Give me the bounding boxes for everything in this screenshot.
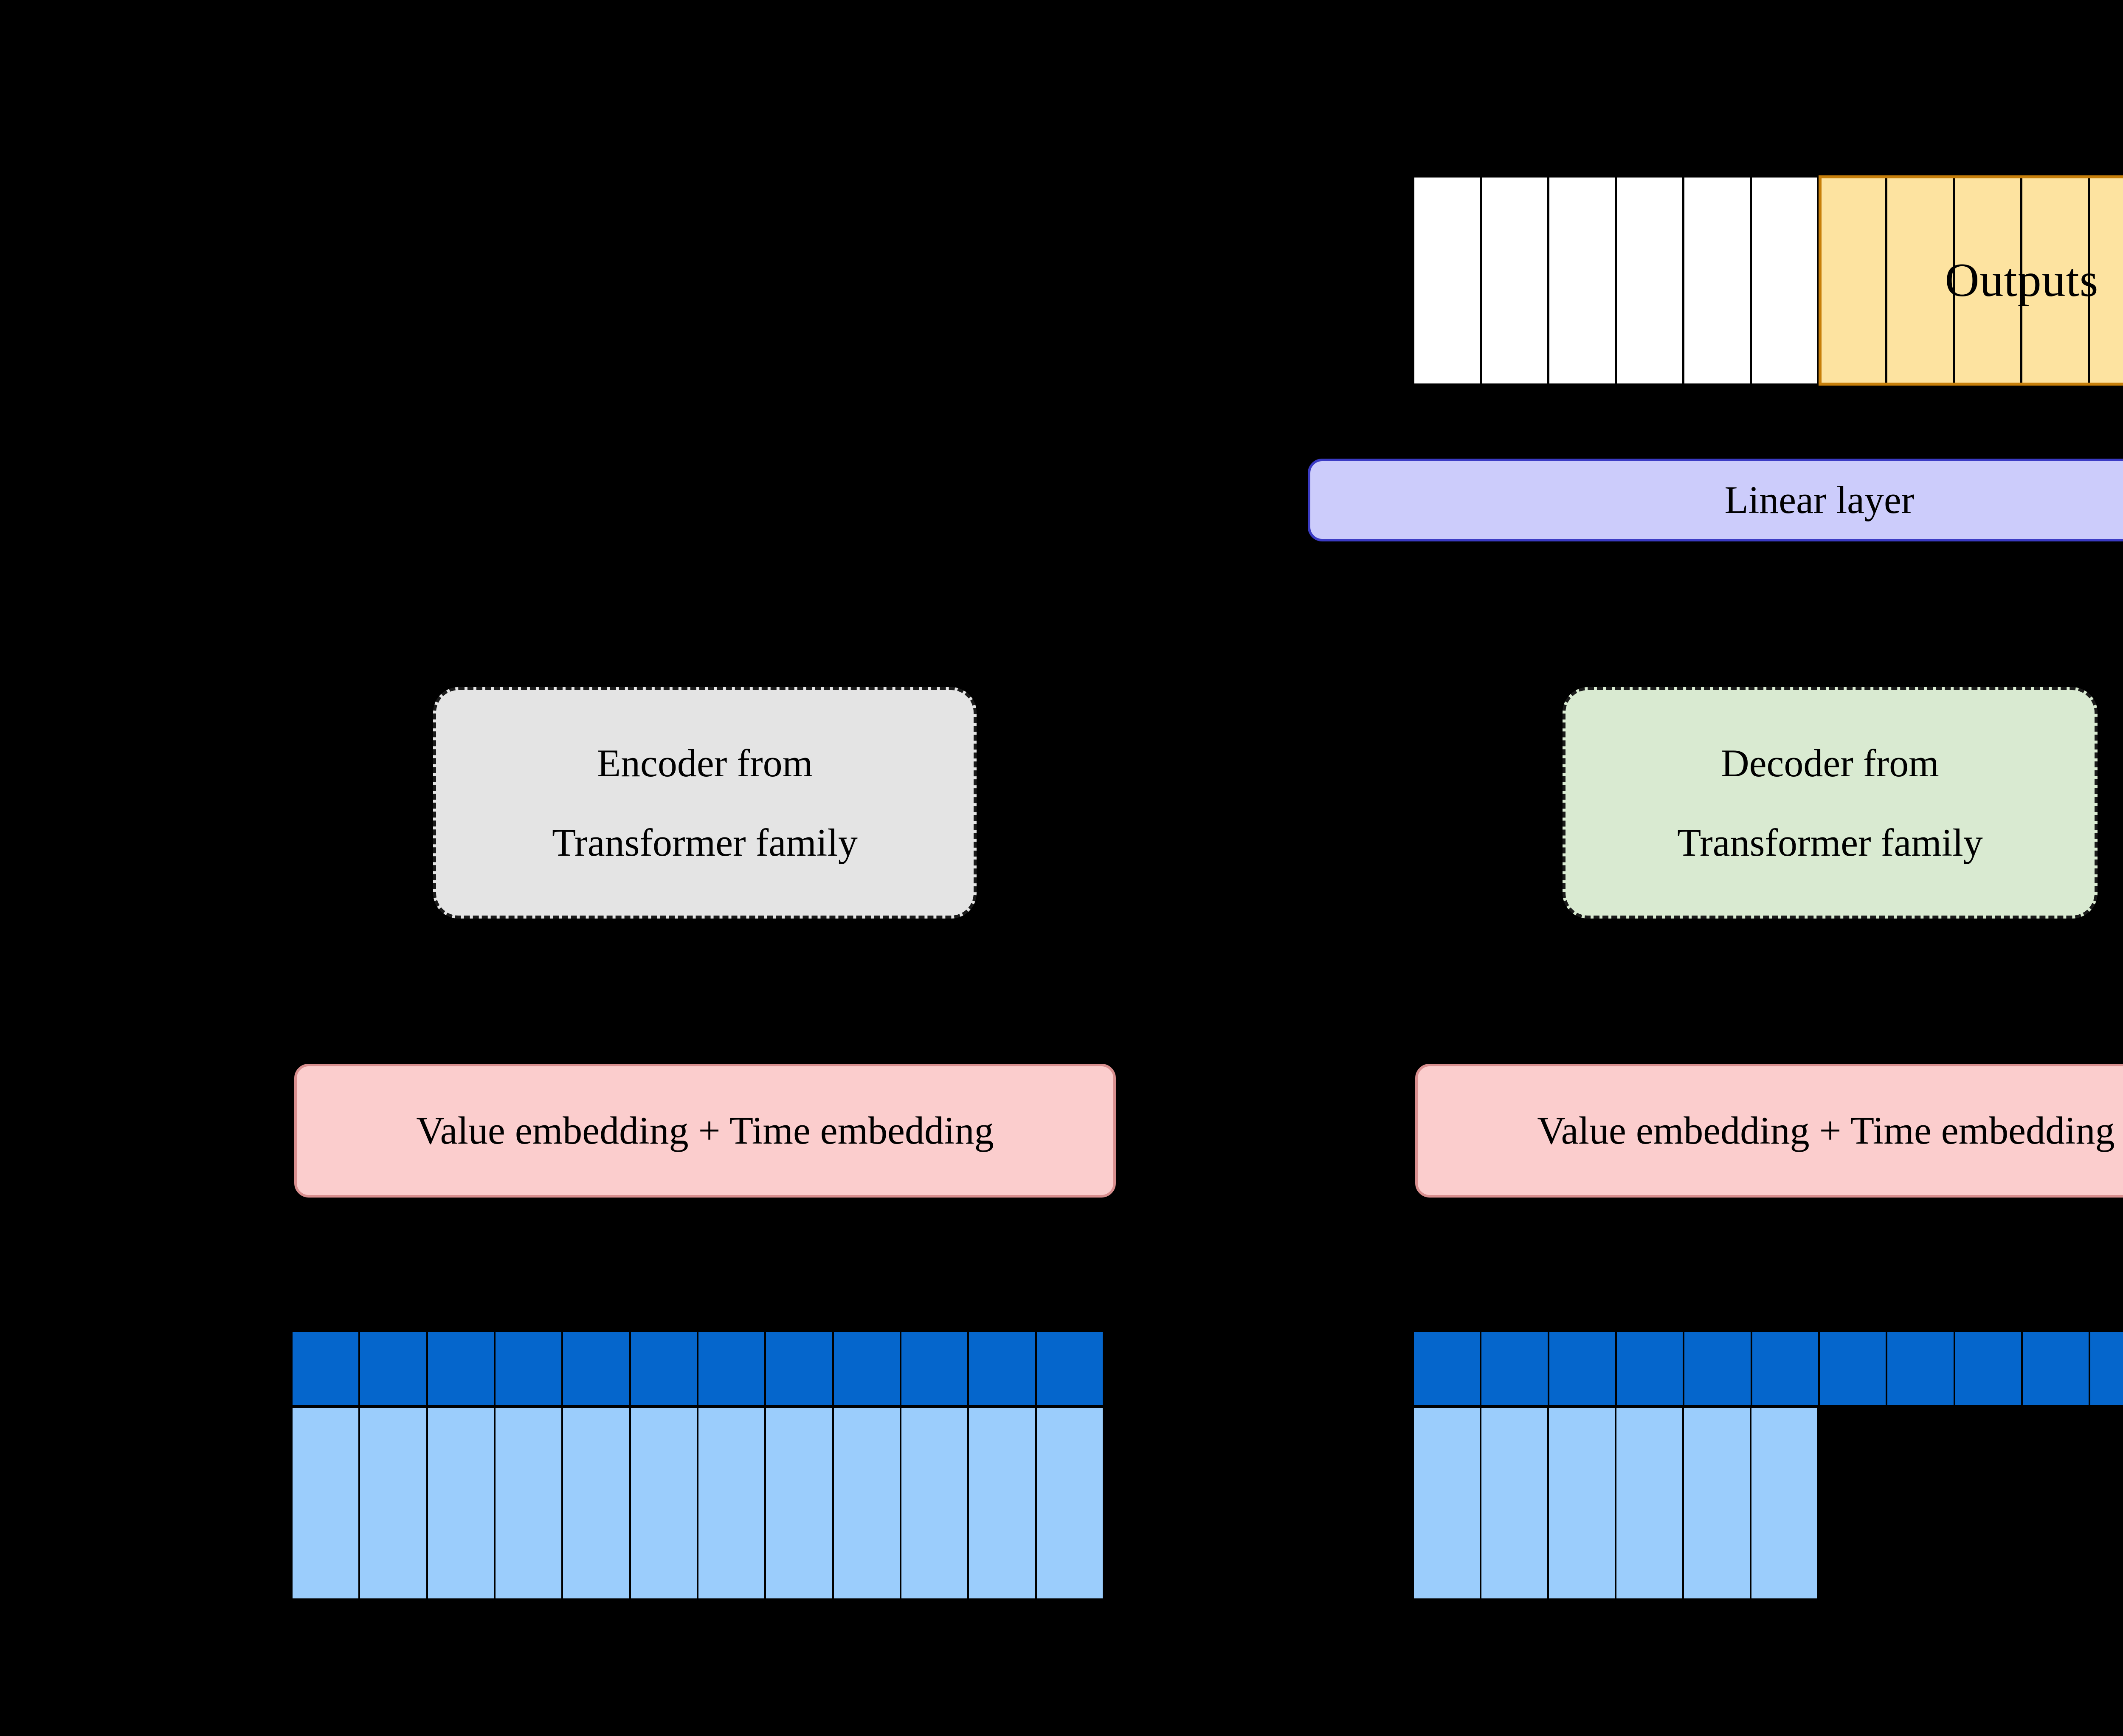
encoder-input-block	[291, 1330, 1104, 1600]
encoder-value-cell	[358, 1406, 428, 1600]
output-cell-white	[1480, 175, 1548, 386]
encoder-value-row	[291, 1406, 1104, 1600]
encoder-covariate-cell	[358, 1330, 428, 1406]
decoder-label-line1: Decoder from	[1721, 741, 1939, 785]
encoder-covariate-row	[291, 1330, 1104, 1406]
decoder-covariate-cell	[1953, 1330, 2023, 1406]
encoder-value-cell	[899, 1406, 969, 1600]
encoder-value-cell	[426, 1406, 496, 1600]
output-cell-white	[1412, 175, 1480, 386]
decoder-covariate-cell	[1480, 1330, 1549, 1406]
encoder-embedding-box[interactable]: Value embedding + Time embedding	[294, 1064, 1116, 1198]
decoder-covariate-cell	[1886, 1330, 1955, 1406]
encoder-value-cell	[696, 1406, 766, 1600]
encoder-label-line1: Encoder from	[597, 741, 813, 785]
decoder-value-cell	[1750, 1406, 1819, 1600]
decoder-input-block	[1412, 1330, 2123, 1600]
linear-layer-label: Linear layer	[1724, 478, 1915, 522]
decoder-covariate-cell	[1750, 1330, 1820, 1406]
output-cell-white	[1682, 175, 1750, 386]
encoder-covariate-cell	[629, 1330, 698, 1406]
decoder-covariate-cell	[2089, 1330, 2123, 1406]
output-cell-highlight	[2087, 175, 2123, 386]
encoder-covariate-cell	[696, 1330, 766, 1406]
decoder-value-row	[1412, 1406, 1819, 1600]
encoder-value-cell	[629, 1406, 698, 1600]
encoder-label-line2: Transformer family	[552, 820, 858, 864]
decoder-value-cell	[1547, 1406, 1616, 1600]
encoder-covariate-cell	[899, 1330, 969, 1406]
output-cell-white	[1547, 175, 1615, 386]
output-cell-white	[1615, 175, 1683, 386]
encoder-value-cell	[1035, 1406, 1104, 1600]
output-cell-white	[1750, 175, 1818, 386]
decoder-embedding-label: Value embedding + Time embedding	[1537, 1109, 2115, 1153]
encoder-model-box[interactable]: Encoder from Transformer family	[433, 687, 977, 919]
encoder-covariate-cell	[967, 1330, 1037, 1406]
output-cell-highlight	[1885, 175, 1953, 386]
encoder-value-cell	[561, 1406, 631, 1600]
encoder-value-cell	[291, 1406, 360, 1600]
decoder-label-line2: Transformer family	[1677, 820, 1983, 864]
decoder-model-box[interactable]: Decoder from Transformer family	[1563, 687, 2098, 919]
encoder-covariate-cell	[493, 1330, 563, 1406]
linear-layer-box[interactable]: Linear layer	[1308, 459, 2123, 541]
outputs-sequence-bar	[1412, 175, 2123, 386]
encoder-covariate-cell	[1035, 1330, 1104, 1406]
encoder-value-cell	[764, 1406, 834, 1600]
encoder-value-cell	[832, 1406, 901, 1600]
decoder-embedding-box[interactable]: Value embedding + Time embedding	[1415, 1064, 2123, 1198]
encoder-value-cell	[493, 1406, 563, 1600]
decoder-covariate-cell	[1818, 1330, 1888, 1406]
output-cell-highlight	[1817, 175, 1885, 386]
encoder-embedding-label: Value embedding + Time embedding	[416, 1109, 994, 1153]
encoder-covariate-cell	[561, 1330, 631, 1406]
encoder-covariate-cell	[832, 1330, 901, 1406]
decoder-covariate-cell	[1412, 1330, 1482, 1406]
encoder-covariate-cell	[764, 1330, 834, 1406]
encoder-covariate-cell	[426, 1330, 496, 1406]
encoder-value-cell	[967, 1406, 1037, 1600]
decoder-value-cell	[1682, 1406, 1751, 1600]
decoder-covariate-cell	[1547, 1330, 1617, 1406]
output-cell-highlight	[1952, 175, 2020, 386]
output-cell-highlight	[2020, 175, 2088, 386]
decoder-covariate-cell	[1615, 1330, 1685, 1406]
decoder-covariate-cell	[1683, 1330, 1752, 1406]
encoder-covariate-cell	[291, 1330, 360, 1406]
decoder-value-cell	[1412, 1406, 1481, 1600]
decoder-value-cell	[1615, 1406, 1684, 1600]
decoder-covariate-cell	[2021, 1330, 2091, 1406]
decoder-covariate-row	[1412, 1330, 2123, 1406]
decoder-value-cell	[1480, 1406, 1549, 1600]
